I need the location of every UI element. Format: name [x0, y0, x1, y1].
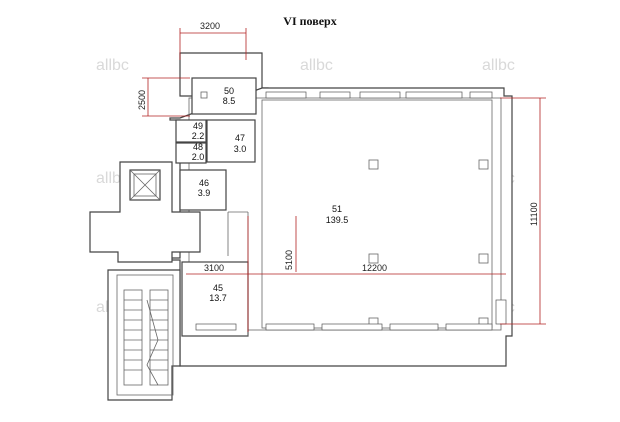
dimension-right-height: 11100: [529, 202, 539, 226]
watermark: allbc: [96, 57, 129, 74]
room-area: 139.5: [326, 215, 349, 225]
room-46: [179, 169, 227, 211]
room-area: 3.0: [234, 144, 247, 154]
dimension-lines: [142, 28, 546, 332]
room-49: [175, 119, 207, 143]
room-area: 2.2: [192, 131, 205, 141]
room-area: 13.7: [209, 293, 227, 303]
room-47: [206, 119, 256, 163]
room-area: 2.0: [192, 152, 205, 162]
room-48: [175, 142, 207, 164]
stair-core: [89, 161, 201, 401]
room-area: 8.5: [223, 96, 236, 106]
room-number: 50: [224, 86, 234, 96]
dimension-top-height: 2500: [137, 90, 147, 110]
room-number: 45: [213, 283, 223, 293]
small-rooms: [175, 77, 257, 337]
dimension-left-width: 3100: [204, 263, 224, 273]
watermark: allbc: [300, 57, 333, 74]
dimension-top-width: 3200: [200, 21, 220, 31]
watermark: allbc: [482, 57, 515, 74]
staircase: [123, 289, 169, 386]
room-number: 46: [199, 178, 209, 188]
floor-title: VI поверх: [283, 14, 337, 28]
room-number: 49: [193, 121, 203, 131]
room-number: 51: [332, 204, 342, 214]
windows: [195, 91, 507, 331]
room-number: 47: [235, 133, 245, 143]
room-area: 3.9: [198, 188, 211, 198]
room-50: [191, 77, 257, 115]
dimension-main-width: 12200: [362, 263, 387, 273]
room-number: 48: [193, 142, 203, 152]
dimension-inner-height: 5100: [284, 250, 294, 270]
